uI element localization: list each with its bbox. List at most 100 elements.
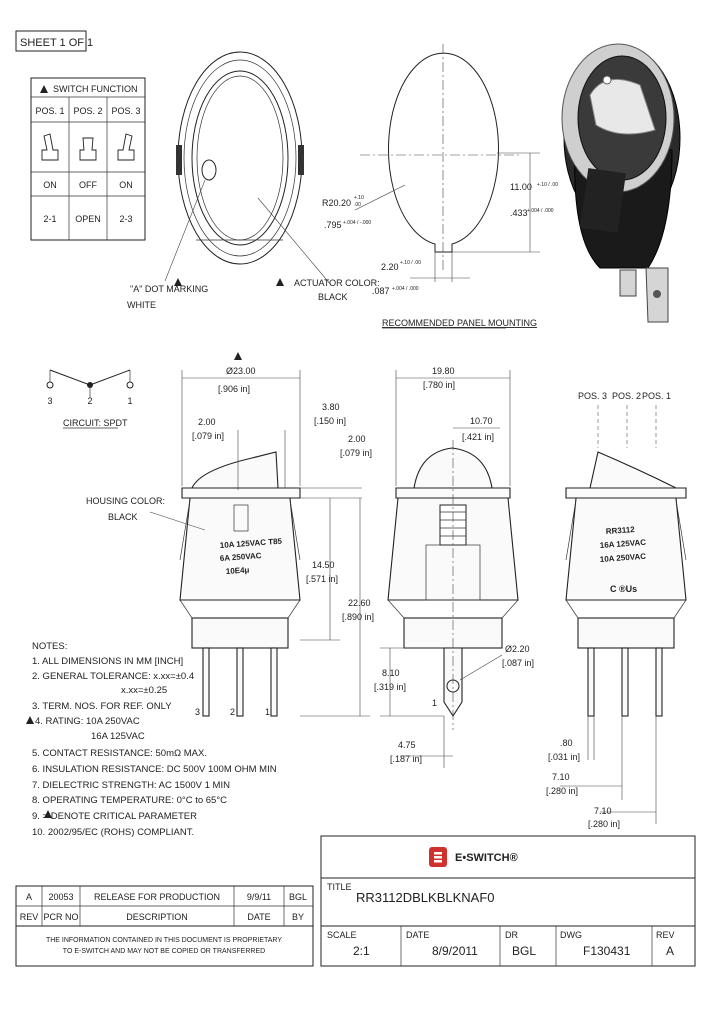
side-term-3: 3	[195, 707, 200, 717]
note-4: 4. RATING: 10A 250VAC	[35, 716, 140, 727]
title-value: RR3112DBLKBLKNAF0	[356, 890, 495, 905]
critical-note-icon	[26, 716, 34, 724]
front-view: 19.80 [.780 in] 10.70 [.421 in] Ø2.20 [.…	[374, 366, 534, 768]
side-h1-in: [.571 in]	[306, 574, 338, 584]
right-pos-2: POS. 2	[612, 391, 641, 401]
switch-function-table: SWITCH FUNCTION POS. 1 POS. 2 POS. 3 ON …	[30, 77, 146, 241]
rocker-pos3-icon	[117, 133, 135, 161]
panel-height-in-tol: +.004 / .000	[527, 208, 554, 214]
rev-head-by: BY	[292, 912, 304, 922]
eswitch-logo: E•SWITCH®	[429, 847, 518, 867]
side-h2-in: [.890 in]	[342, 612, 374, 622]
notes: NOTES: 1. ALL DIMENSIONS IN MM [INCH] 2.…	[26, 641, 277, 838]
circuit-caption: CIRCUIT: SPDT	[63, 418, 128, 428]
date-label: DATE	[406, 930, 429, 940]
front-s-mm: 4.75	[398, 740, 416, 750]
notes-title: NOTES:	[32, 641, 67, 652]
rev-label: REV	[656, 930, 675, 940]
panel-height-mm: 11.00	[510, 182, 532, 192]
panel-notch-mm: 2.20	[381, 262, 399, 272]
pos-2-state: OFF	[79, 180, 97, 190]
note-3: 3. TERM. NOS. FOR REF. ONLY	[32, 701, 172, 712]
right-marking-1: RR3112	[606, 525, 636, 536]
front-a-in: [.421 in]	[462, 432, 494, 442]
side-d1-mm: 2.00	[198, 417, 216, 427]
side-d2-mm: 3.80	[322, 402, 340, 412]
rocker-pos2-icon	[79, 137, 97, 161]
pos-3-state: ON	[119, 180, 133, 190]
side-term-1: 1	[265, 707, 270, 717]
date-value: 8/9/2011	[432, 944, 478, 958]
side-d2-in: [.150 in]	[314, 416, 346, 426]
panel-caption: RECOMMENDED PANEL MOUNTING	[382, 318, 537, 328]
pos-2-header: POS. 2	[73, 106, 102, 116]
side-d3-mm: 2.00	[348, 434, 366, 444]
front-a-mm: 10.70	[470, 416, 493, 426]
dr-label: DR	[505, 930, 518, 940]
panel-radius-tol-plus: +.10	[354, 195, 364, 201]
dwg-label: DWG	[560, 930, 582, 940]
panel-radius-in: .795	[324, 220, 342, 230]
circuit-label-2: 2	[87, 396, 92, 406]
switch-function-title: SWITCH FUNCTION	[53, 84, 138, 94]
side-rating-1: 10A 125VAC T85	[220, 537, 283, 550]
circuit-label-1: 1	[127, 396, 132, 406]
right-p2-in: [.280 in]	[588, 819, 620, 829]
right-view: RR3112 16A 125VAC 10A 250VAC C ®Us POS. …	[546, 391, 687, 829]
critical-param-icon	[44, 810, 52, 818]
rev-row-desc: RELEASE FOR PRODUCTION	[94, 892, 220, 902]
panel-notch-in-tol: +.004 / .000	[392, 286, 419, 292]
rocker-pos1-icon	[41, 133, 59, 161]
critical-triangle-icon	[40, 85, 48, 93]
note-9: 9. = DENOTE CRITICAL PARAMETER	[32, 811, 197, 822]
logo-text: E•SWITCH®	[455, 852, 518, 864]
panel-radius-in-tol: +.004 / -.000	[343, 220, 371, 226]
dot-marking-icon	[201, 159, 217, 181]
pos-3-terminals: 2-3	[119, 214, 132, 224]
sheet-box	[15, 30, 87, 52]
scale-label: SCALE	[327, 930, 357, 940]
panel-height-tol: +.10 / .00	[537, 182, 558, 188]
front-s-in: [.187 in]	[390, 754, 422, 764]
dot-marking-label: "A" DOT MARKING	[130, 284, 208, 294]
note-8: 8. OPERATING TEMPERATURE: 0°C to 65°C	[32, 795, 227, 806]
side-d1-in: [.079 in]	[192, 431, 224, 441]
side-d3-in: [.079 in]	[340, 448, 372, 458]
rev-head-rev: REV	[20, 912, 39, 922]
note-7: 7. DIELECTRIC STRENGTH: AC 1500V 1 MIN	[32, 780, 230, 791]
pos-3-header: POS. 3	[111, 106, 140, 116]
front-w-in: [.780 in]	[423, 380, 455, 390]
note-4b: 16A 125VAC	[91, 731, 145, 742]
panel-radius-tol-minus: .00	[354, 202, 361, 208]
top-view: "A" DOT MARKING WHITE ACTUATOR COLOR: BL…	[127, 51, 380, 310]
housing-color-label: HOUSING COLOR:	[86, 496, 165, 506]
rev-row-date: 9/9/11	[247, 892, 271, 902]
panel-notch-tol: +.10 / .00	[400, 260, 421, 266]
dwg-value: F130431	[583, 944, 631, 958]
right-cert: C ®Us	[610, 584, 637, 594]
side-h2-mm: 22.60	[348, 598, 371, 608]
revision-table: A 20053 RELEASE FOR PRODUCTION 9/9/11 BG…	[15, 885, 314, 967]
right-p2-mm: 7.10	[594, 806, 612, 816]
confidential-line-2: TO E-SWITCH AND MAY NOT BE COPIED OR TRA…	[63, 948, 265, 955]
side-rating-3: 10E4μ	[226, 565, 250, 576]
pos-1-state: ON	[43, 180, 57, 190]
side-dia-in: [.906 in]	[218, 384, 250, 394]
front-term-1: 1	[432, 698, 437, 708]
side-rating-2: 6A 250VAC	[220, 551, 263, 563]
panel-height-in: .433	[510, 208, 528, 218]
actuator-color-label: ACTUATOR COLOR:	[294, 278, 380, 288]
rev-head-date: DATE	[247, 912, 270, 922]
side-dia-mm: Ø23.00	[226, 366, 256, 376]
note-1: 1. ALL DIMENSIONS IN MM [INCH]	[32, 656, 183, 667]
right-marking-2: 16A 125VAC	[600, 538, 647, 550]
front-w-mm: 19.80	[432, 366, 455, 376]
product-render	[561, 43, 681, 323]
dot-color-label: WHITE	[127, 300, 156, 310]
right-marking-3: 10A 250VAC	[600, 552, 647, 564]
note-2: 2. GENERAL TOLERANCE: x.xx=±0.4	[32, 671, 194, 682]
right-g-mm: .80	[560, 738, 573, 748]
note-2b: x.xx=±0.25	[121, 685, 167, 696]
right-pos-3: POS. 3	[578, 391, 607, 401]
